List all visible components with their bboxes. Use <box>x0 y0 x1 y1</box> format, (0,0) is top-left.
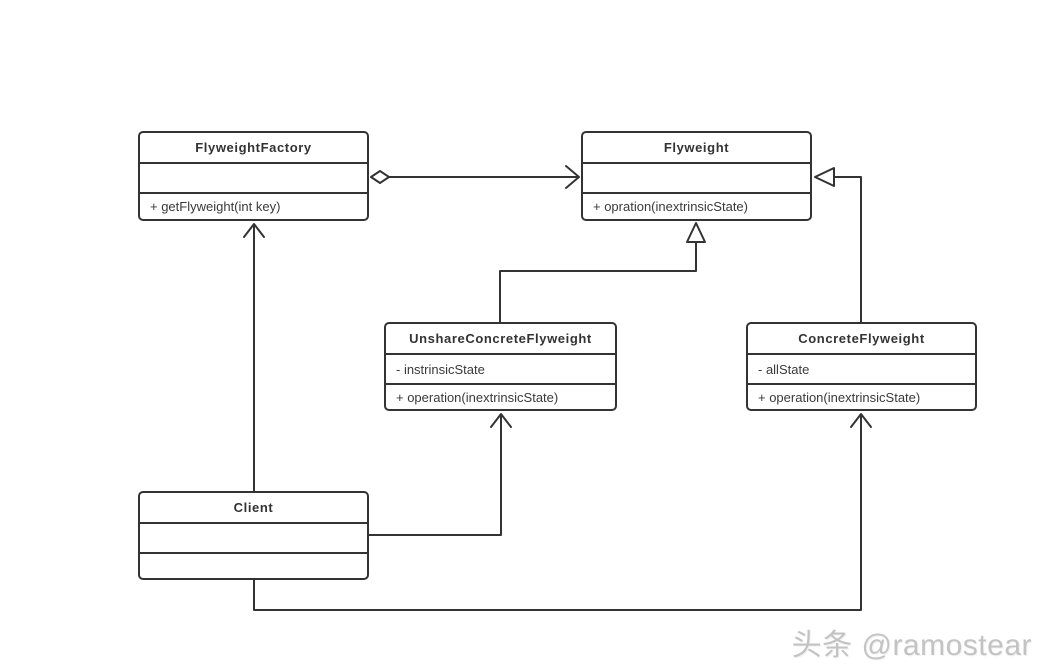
connector-client-to-concreteflyweight-association <box>253 413 872 611</box>
connector-line <box>499 241 697 323</box>
class-client-methods <box>140 554 367 578</box>
class-client-title: Client <box>140 493 367 524</box>
class-flyweight: Flyweight + opration(inextrinsicState) <box>581 131 812 221</box>
watermark-text: 头条 @ramostear <box>791 629 1032 662</box>
open-arrow-icon <box>490 413 512 428</box>
class-client-attributes <box>140 524 367 554</box>
class-client: Client <box>138 491 369 580</box>
connector-line <box>833 176 862 323</box>
open-arrow-icon <box>565 165 580 189</box>
connector-client-to-factory-association <box>243 223 265 492</box>
class-concrete-flyweight: ConcreteFlyweight - allState + operation… <box>746 322 977 411</box>
class-flyweight-factory-attributes <box>140 164 367 194</box>
connector-client-to-unshareflyweight-association <box>368 413 512 536</box>
hollow-triangle-icon <box>686 222 706 243</box>
aggregation-diamond-icon <box>370 170 390 184</box>
connector-line <box>253 415 862 611</box>
class-unshare-concrete-flyweight-attributes: - instrinsicState <box>386 355 615 385</box>
connector-line <box>368 415 502 536</box>
class-flyweight-factory: FlyweightFactory + getFlyweight(int key) <box>138 131 369 221</box>
class-unshare-concrete-flyweight-methods: + operation(inextrinsicState) <box>396 389 559 405</box>
hollow-triangle-icon <box>814 167 835 187</box>
class-unshare-concrete-flyweight-title: UnshareConcreteFlyweight <box>386 324 615 355</box>
connector-concreteflyweight-to-flyweight-generalization <box>814 167 862 323</box>
class-flyweight-methods: + opration(inextrinsicState) <box>593 199 748 214</box>
connector-unshareflyweight-to-flyweight-generalization <box>499 222 706 323</box>
open-arrow-icon <box>243 223 265 238</box>
class-flyweight-factory-title: FlyweightFactory <box>140 133 367 164</box>
class-flyweight-factory-methods: + getFlyweight(int key) <box>150 199 281 214</box>
class-unshare-concrete-flyweight: UnshareConcreteFlyweight - instrinsicSta… <box>384 322 617 411</box>
class-concrete-flyweight-attributes: - allState <box>748 355 975 385</box>
class-concrete-flyweight-methods: + operation(inextrinsicState) <box>758 389 921 405</box>
connector-factory-to-flyweight-aggregation <box>370 165 580 189</box>
class-concrete-flyweight-title: ConcreteFlyweight <box>748 324 975 355</box>
open-arrow-icon <box>850 413 872 428</box>
class-flyweight-title: Flyweight <box>583 133 810 164</box>
class-flyweight-attributes <box>583 164 810 194</box>
